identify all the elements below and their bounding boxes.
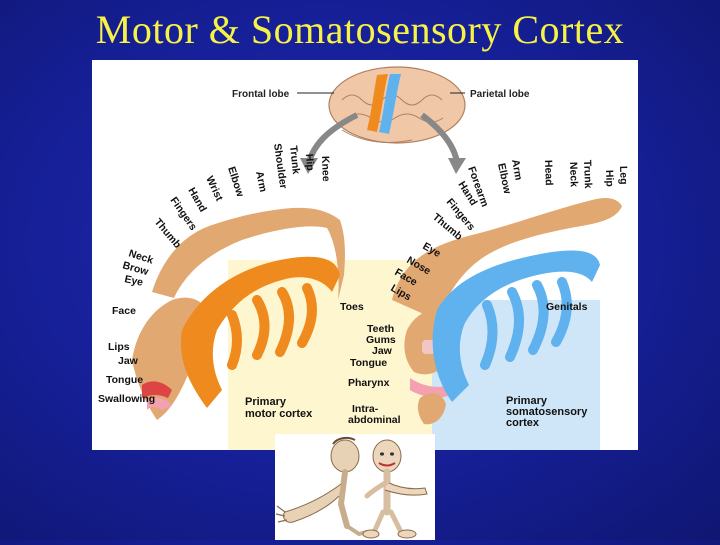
motor-label-toes: Toes (340, 301, 364, 313)
motor-label-trunk: Trunk (287, 145, 302, 175)
motor-label-face: Face (112, 305, 136, 317)
motor-label-eye: Eye (123, 273, 144, 289)
sensory-label-jaw: Jaw (372, 345, 393, 357)
sensory-label-arm: Arm (509, 158, 524, 181)
motor-gyri (227, 283, 317, 370)
motor-label-tongue: Tongue (106, 374, 143, 386)
sensory-tongue (410, 378, 452, 398)
homunculus-figures (275, 434, 435, 540)
sensory-label-neck: Neck (567, 162, 580, 188)
frontal-lobe-label: Frontal lobe (232, 89, 290, 100)
sensory-homunculus-figure (362, 439, 428, 539)
sensory-label-teeth: Teeth (367, 323, 394, 335)
sensory-pharynx (417, 393, 446, 425)
motor-label-knee: Knee (319, 156, 332, 182)
sensory-label-genitals: Genitals (546, 301, 588, 313)
sensory-gyri (480, 277, 572, 370)
motor-label-shoulder: Shoulder (271, 143, 289, 190)
sensory-cortex-band (432, 250, 600, 402)
sensory-label-intra: Intra- (352, 403, 379, 415)
arrow-to-sensory (420, 112, 460, 163)
sensory-label-tongue: Tongue (350, 357, 387, 369)
motor-label-hip: Hip (303, 153, 316, 171)
motor-label-thumb: Thumb (152, 216, 184, 251)
sensory-caption-2: somatosensory (506, 406, 588, 418)
motor-label-swallowing: Swallowing (98, 393, 155, 405)
cortex-diagram: Frontal lobe Parietal lobe Thumb Fingers… (98, 66, 630, 450)
parietal-lobe-label: Parietal lobe (470, 89, 530, 100)
brain-motor-strip (367, 74, 388, 132)
sensory-label-pharynx: Pharynx (348, 377, 390, 389)
sensory-label-leg: Leg (617, 166, 630, 185)
sensory-homunculus-arc (392, 198, 622, 320)
motor-label-jaw: Jaw (118, 355, 139, 367)
sensory-label-head: Head (542, 160, 555, 186)
motor-tongue (147, 398, 172, 410)
cortex-figure: Frontal lobe Parietal lobe Thumb Fingers… (92, 60, 638, 450)
sensory-caption-1: Primary (506, 395, 548, 407)
sensory-label-trunk: Trunk (581, 160, 594, 189)
sensory-label-gums: Gums (366, 334, 396, 346)
motor-cortex-band (180, 256, 340, 408)
motor-lips (142, 381, 172, 398)
sensory-label-hip: Hip (603, 170, 616, 187)
motor-label-lips: Lips (108, 341, 130, 353)
motor-homunculus-arc (152, 207, 345, 300)
motor-caption-1: Primary (245, 396, 287, 408)
brain-sensory-strip (379, 74, 401, 134)
motor-label-wrist: Wrist (203, 174, 225, 203)
motor-label-elbow: Elbow (225, 165, 246, 199)
motor-label-arm: Arm (253, 170, 269, 193)
motor-homunculus-figure (275, 436, 369, 537)
homunculus-drawing (275, 436, 428, 539)
motor-caption-2: motor cortex (245, 408, 313, 420)
sensory-label-abdominal: abdominal (348, 414, 401, 426)
sensory-caption-3: cortex (506, 417, 540, 429)
slide-title: Motor & Somatosensory Cortex (95, 7, 625, 52)
arrow-to-motor (306, 112, 359, 163)
